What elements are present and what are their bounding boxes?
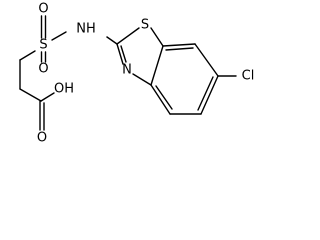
bond-s-nh (51, 31, 67, 41)
chemical-structure: S O O NH S N Cl OH O (19, 2, 255, 146)
bond-s1-c7a (150, 27, 164, 47)
bond-c4-c3a-b (155, 85, 173, 110)
bond-n3-c3a (132, 73, 152, 86)
bond-c6-c5-b (197, 76, 214, 111)
bond-c-oh (40, 92, 55, 102)
sulfonyl-o-bottom-label: O (38, 62, 48, 77)
acid-oh-label: OH (54, 82, 74, 97)
thiazole-s-label: S (141, 18, 149, 33)
bond-c7a-c7-b (165, 47, 194, 51)
amine-nh-label: NH (76, 22, 96, 37)
bond-c7a-c7-a (162, 43, 196, 47)
bond-c2-s1 (116, 27, 140, 45)
bond-c4-c3a-a (150, 84, 171, 115)
acid-o-label: O (37, 131, 47, 146)
bond-c6-c5-a (200, 75, 219, 115)
bond-ch2-cooh (19, 88, 42, 102)
bond-s-ch2 (19, 50, 36, 61)
structure-canvas: S O O NH S N Cl OH O (19, 2, 255, 146)
sulfonyl-o-top-label: O (38, 2, 48, 17)
bond-c7-c6 (194, 43, 219, 77)
bond-c7a-c3a (150, 45, 164, 86)
bond-nh-c2 (106, 36, 118, 45)
sulfonyl-s-label: S (39, 38, 47, 53)
chloro-label: Cl (242, 69, 255, 84)
thiazole-n-label: N (122, 63, 132, 78)
bond-c2-n3-a (116, 43, 124, 65)
bond-c2-n3-b (120, 45, 127, 63)
